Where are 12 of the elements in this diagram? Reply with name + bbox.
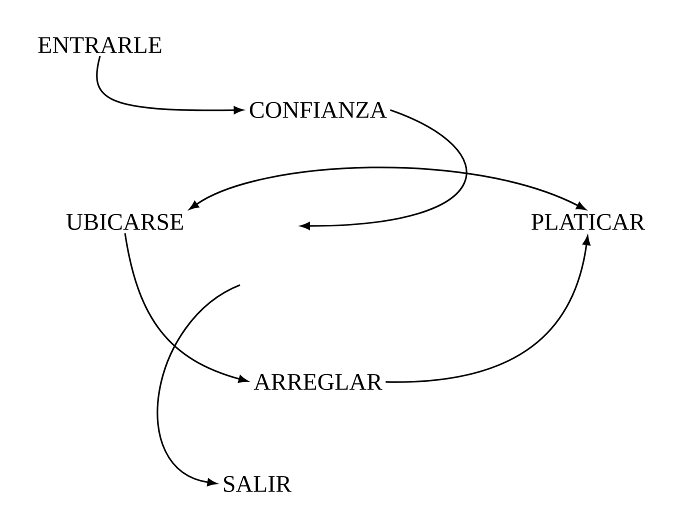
node-label: CONFIANZA bbox=[250, 102, 387, 118]
arrow bbox=[300, 109, 468, 230]
arrow bbox=[189, 166, 586, 210]
arrow bbox=[386, 236, 590, 383]
node-label: PLATICAR bbox=[532, 214, 646, 230]
node-label: ENTRARLE bbox=[38, 37, 162, 53]
arrow bbox=[156, 284, 240, 486]
arrow bbox=[96, 56, 244, 114]
node-label: ARREGLAR bbox=[254, 374, 382, 390]
node-label: SALIR bbox=[224, 476, 292, 492]
node-label: UBICARSE bbox=[66, 214, 183, 230]
arrow bbox=[124, 233, 248, 383]
